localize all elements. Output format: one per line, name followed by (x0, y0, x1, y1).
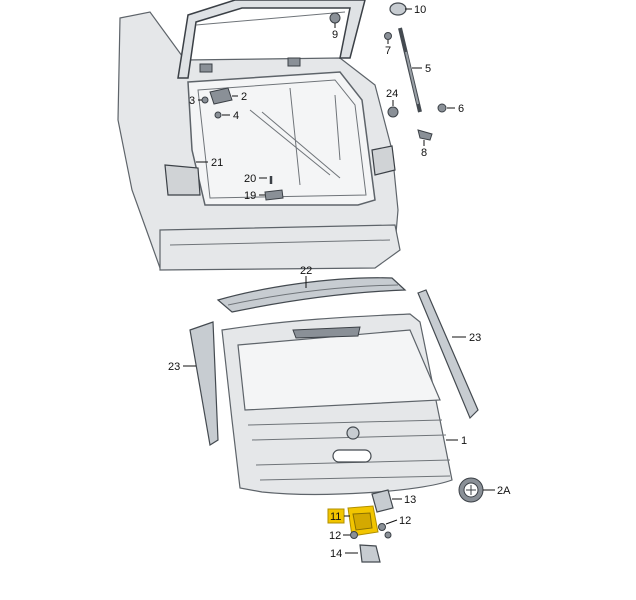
car-rear-view (117, 0, 401, 271)
cable-part-14 (359, 544, 381, 563)
callout-7: 7 (385, 40, 391, 57)
emblem-part-2a (458, 477, 484, 503)
tailgate-part-1 (221, 313, 453, 495)
callout-label-21: 21 (211, 157, 223, 169)
callout-22: 22 (300, 265, 312, 288)
callout-label-6: 6 (458, 103, 464, 115)
callout-label-24: 24 (386, 88, 398, 100)
callout-23-right: 23 (452, 332, 481, 344)
callout-label-5: 5 (425, 63, 431, 75)
callout-13: 13 (392, 494, 416, 506)
nut-part-4 (214, 111, 222, 119)
callout-11: 11 (327, 508, 350, 524)
screw-part-3 (201, 96, 209, 104)
callout-1: 1 (446, 435, 467, 447)
callout-23-left: 23 (168, 361, 196, 373)
callout-2a: 2A (483, 485, 511, 497)
callout-label-22: 22 (300, 265, 312, 277)
callout-label-23-left: 23 (168, 361, 180, 373)
callout-label-4: 4 (233, 110, 239, 122)
callout-5: 5 (412, 63, 431, 75)
callout-label-1: 1 (461, 435, 467, 447)
callout-4: 4 (222, 110, 239, 122)
callout-label-2a: 2A (497, 485, 511, 497)
ball-stud-part-7 (384, 32, 392, 40)
spoiler-part-22 (216, 277, 407, 313)
bumper-stop-part-24 (387, 106, 399, 118)
callout-9: 9 (332, 23, 338, 41)
callout-label-13: 13 (404, 494, 416, 506)
striker-part-19 (264, 189, 284, 201)
cap-part-10 (389, 2, 407, 16)
callout-20: 20 (244, 173, 267, 185)
callout-6: 6 (447, 103, 464, 115)
callout-2: 2 (232, 91, 247, 103)
lock-part-11 (347, 505, 379, 537)
callout-24: 24 (386, 88, 398, 106)
callout-label-12-left: 12 (329, 530, 341, 542)
callout-3: 3 (189, 95, 202, 107)
trim-left-part-23 (189, 321, 219, 446)
callout-label-19: 19 (244, 190, 256, 202)
callout-label-12-right: 12 (399, 515, 411, 527)
callout-12-right: 12 (385, 515, 411, 527)
callout-19: 19 (244, 190, 265, 202)
callout-label-2: 2 (241, 91, 247, 103)
callout-label-9: 9 (332, 29, 338, 41)
ball-stud-part-6 (437, 103, 447, 113)
callout-label-10: 10 (414, 4, 426, 16)
screw-part-8 (417, 129, 433, 141)
callout-12-left: 12 (329, 530, 350, 542)
trim-right-part-23 (417, 289, 479, 420)
callout-8: 8 (421, 140, 427, 159)
callout-14: 14 (330, 548, 358, 560)
callout-label-14: 14 (330, 548, 342, 560)
callout-label-8: 8 (421, 147, 427, 159)
callout-10: 10 (405, 4, 426, 16)
clip-part-9 (329, 12, 341, 24)
callout-21: 21 (196, 157, 223, 169)
screws-part-12 (350, 523, 392, 539)
callout-label-3: 3 (189, 95, 195, 107)
callout-label-23-right: 23 (469, 332, 481, 344)
callout-label-7: 7 (385, 45, 391, 57)
callout-label-11: 11 (330, 511, 341, 523)
callout-label-20: 20 (244, 173, 256, 185)
bracket-part-13 (371, 489, 394, 513)
hinge-part-2 (209, 87, 233, 105)
